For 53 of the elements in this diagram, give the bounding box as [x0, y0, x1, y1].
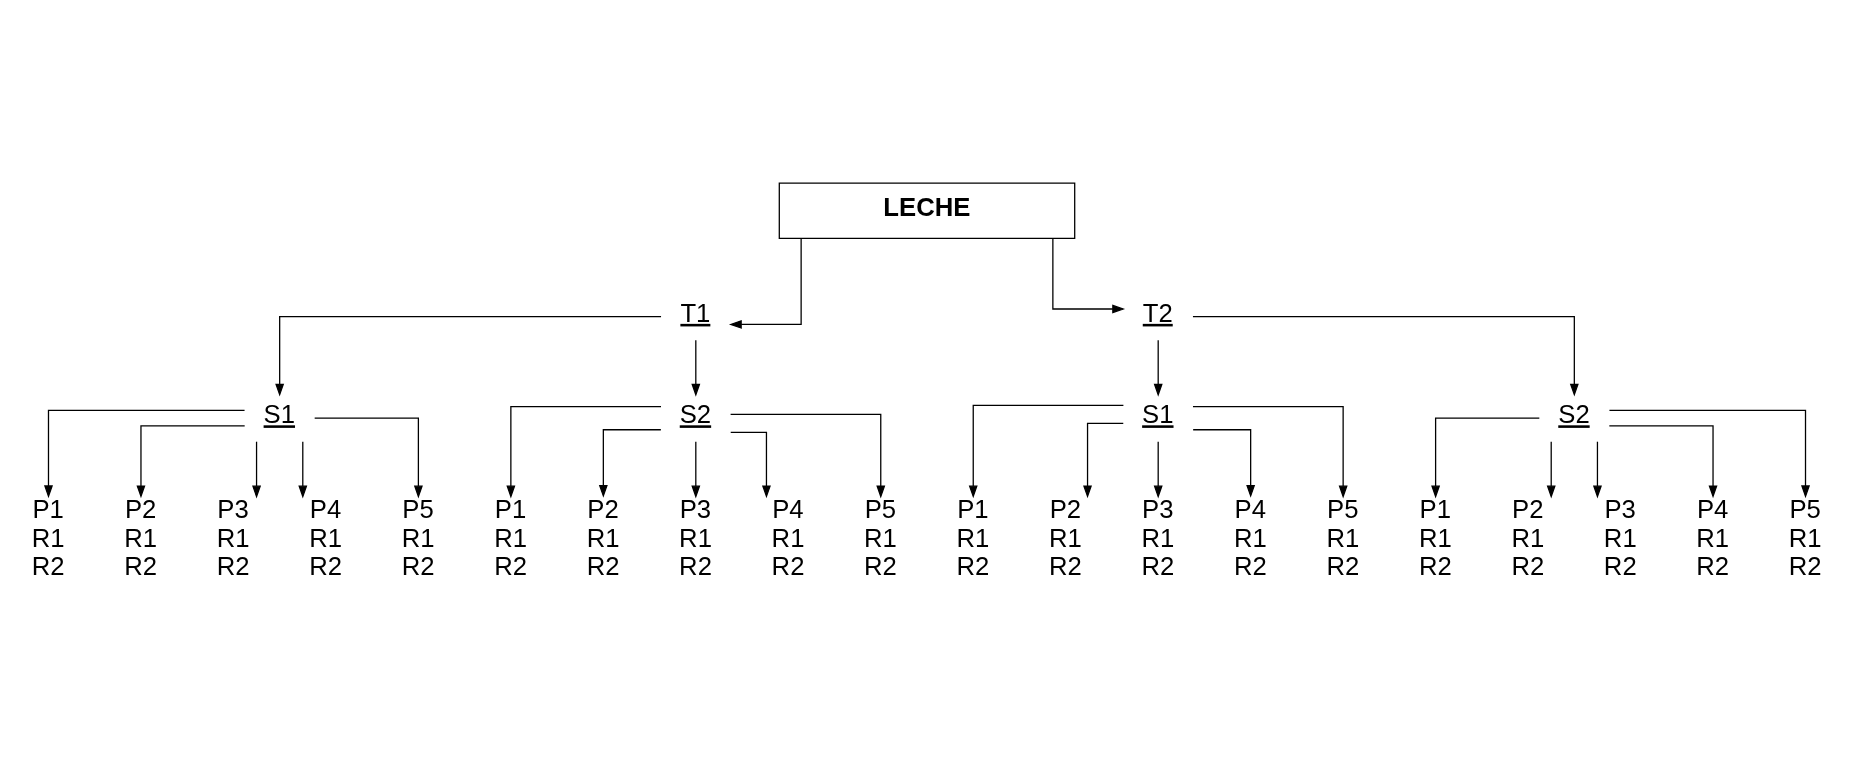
arrow: [1431, 417, 1540, 499]
arrow: [1192, 316, 1579, 397]
node-text: P1 R1 R2: [31, 495, 65, 580]
arrow: [728, 238, 802, 329]
node-text: P4 R1 R2: [1696, 495, 1730, 580]
node-text: P5 R1 R2: [1788, 495, 1822, 580]
arrow: [1608, 425, 1718, 499]
arrow: [1608, 409, 1810, 499]
arrow: [136, 425, 246, 499]
node-text: P2 R1 R2: [1049, 495, 1082, 580]
node-text: P4 R1 R2: [309, 495, 343, 580]
arrow: [1592, 441, 1602, 499]
arrow: [1192, 429, 1256, 498]
arrow: [275, 316, 662, 397]
arrow: [314, 417, 423, 499]
node-text: P3 R1 R2: [1603, 495, 1637, 580]
arrow: [252, 441, 262, 499]
arrow: [1083, 422, 1124, 499]
node-text: P1 R1 R2: [956, 495, 990, 580]
node-text: P2 R1 R2: [124, 495, 158, 580]
arrow: [730, 431, 771, 499]
arrow: [1192, 406, 1348, 499]
node-box: LECHE: [778, 182, 1076, 239]
arrow: [1153, 339, 1163, 397]
node-text: S2: [679, 400, 712, 429]
arrow: [691, 339, 701, 397]
node-text: T1: [680, 298, 711, 327]
node-text: P5 R1 R2: [864, 495, 897, 580]
node-text: T2: [1142, 298, 1173, 327]
node-text: P5 R1 R2: [1326, 495, 1360, 580]
node-text: P3 R1 R2: [216, 495, 250, 580]
node-text: P4 R1 R2: [771, 495, 805, 580]
node-text: P1 R1 R2: [494, 495, 527, 580]
arrow: [598, 429, 662, 498]
arrow: [691, 441, 701, 499]
node-text: P3 R1 R2: [679, 495, 712, 580]
node-text: P2 R1 R2: [1511, 495, 1545, 580]
arrow: [506, 406, 662, 499]
node-text: S2: [1558, 400, 1590, 429]
node-text: P5 R1 R2: [401, 495, 435, 580]
arrow: [44, 409, 246, 499]
arrow: [729, 413, 886, 499]
node-text: P2 R1 R2: [586, 495, 620, 580]
arrow: [1153, 441, 1163, 499]
node-text: P3 R1 R2: [1141, 495, 1175, 580]
node-text: S1: [263, 400, 296, 429]
arrow: [298, 441, 308, 499]
arrow: [1052, 238, 1126, 314]
node-text: S1: [1142, 400, 1174, 429]
node-text: P1 R1 R2: [1418, 495, 1452, 580]
node-text: P4 R1 R2: [1233, 495, 1267, 580]
arrow: [968, 404, 1125, 499]
arrow: [1546, 441, 1556, 499]
